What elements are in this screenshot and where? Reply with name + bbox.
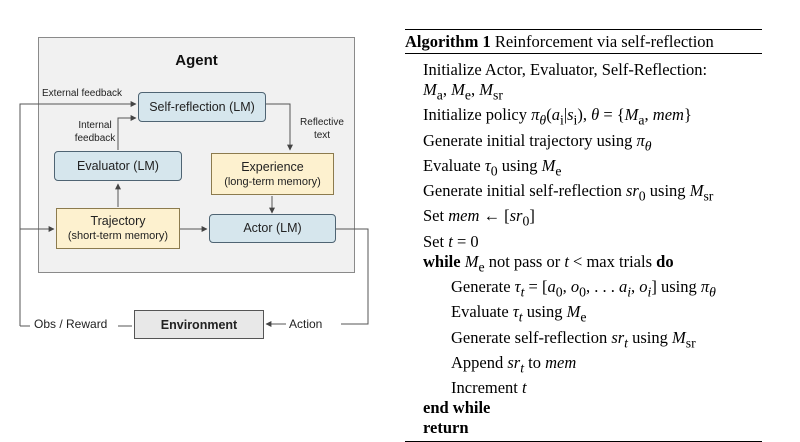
environment-label: Environment xyxy=(160,317,238,332)
algorithm-caption: Algorithm 1 Reinforcement via self-refle… xyxy=(405,30,762,53)
algorithm-line: Ma, Me, Msr xyxy=(423,80,503,103)
algorithm-body: Initialize Actor, Evaluator, Self-Reflec… xyxy=(405,54,762,438)
reflexion-diagram: Agent xyxy=(0,0,390,403)
algorithm-line: Generate initial self-reflection sr0 usi… xyxy=(423,181,714,204)
reflective-text-label-2: text xyxy=(313,130,331,141)
algorithm-line: Generate τt = [a0, o0, . . . ai, oi] usi… xyxy=(451,277,716,300)
algorithm-line: Generate self-reflection srt using Msr xyxy=(451,327,696,350)
trajectory-label: Trajectory xyxy=(90,214,146,228)
self-reflection-label: Self-reflection (LM) xyxy=(149,99,255,114)
experience-node: Experience (long-term memory) xyxy=(211,153,334,195)
agent-title: Agent xyxy=(175,52,218,69)
algorithm-mid-rule xyxy=(405,53,762,54)
algorithm-line: Set t = 0 xyxy=(423,231,479,251)
actor-label: Actor (LM) xyxy=(243,221,302,235)
evaluator-label: Evaluator (LM) xyxy=(77,158,159,173)
algorithm-line: Append srt to mem xyxy=(451,352,577,376)
algorithm-line: Set mem ← [sr0] xyxy=(423,206,535,229)
internal-feedback-label-1: Internal xyxy=(78,120,112,131)
internal-feedback-label-2: feedback xyxy=(74,133,116,144)
algorithm-line: Evaluate τ0 using Me xyxy=(423,155,562,179)
diagram-connectors xyxy=(19,101,369,327)
algorithm-caption-label: Algorithm 1 xyxy=(405,32,491,51)
experience-label: Experience xyxy=(241,159,304,174)
algorithm-box: Algorithm 1 Reinforcement via self-refle… xyxy=(405,29,762,442)
self-reflection-node: Self-reflection (LM) xyxy=(138,92,266,122)
algorithm-caption-text: Reinforcement via self-reflection xyxy=(494,32,714,51)
action-arrow xyxy=(336,228,369,325)
algorithm-line: end while xyxy=(423,398,491,418)
internal-feedback-arrow xyxy=(117,115,137,150)
trajectory-sublabel: (short-term memory) xyxy=(67,230,169,242)
algorithm-line: Evaluate τt using Me xyxy=(451,302,587,325)
evaluator-node: Evaluator (LM) xyxy=(54,151,182,181)
actor-node: Actor (LM) xyxy=(209,214,336,243)
algorithm-line: while Me not pass or t < max trials do xyxy=(423,251,674,275)
algorithm-line: Increment t xyxy=(451,378,527,398)
reflective-text-label-1: Reflective xyxy=(300,117,344,128)
algorithm-line: Initialize Actor, Evaluator, Self-Reflec… xyxy=(423,60,708,79)
external-feedback-arrow xyxy=(19,101,137,326)
obs-reward-label: Obs / Reward xyxy=(31,318,111,330)
reflective-text-arrow xyxy=(266,103,293,151)
algorithm-line: Initialize policy πθ(ai|si), θ = {Ma, me… xyxy=(423,105,692,128)
algorithm-line: Generate initial trajectory using πθ xyxy=(423,130,652,153)
algorithm-line: return xyxy=(423,418,469,438)
experience-sublabel: (long-term memory) xyxy=(224,175,321,188)
external-feedback-label: External feedback xyxy=(42,88,123,99)
action-label: Action xyxy=(286,318,326,330)
trajectory-node: Trajectory (short-term memory) xyxy=(56,208,180,249)
environment-node: Environment xyxy=(134,310,264,339)
algorithm-top-rule xyxy=(405,29,762,30)
